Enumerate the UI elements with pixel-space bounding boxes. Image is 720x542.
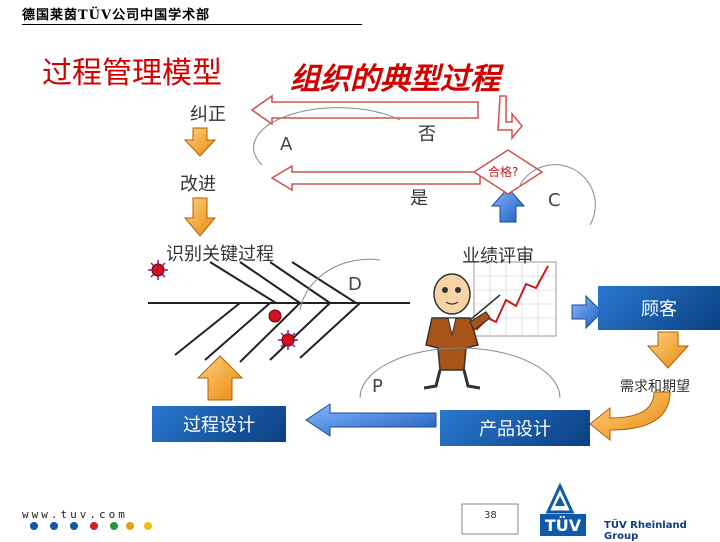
label-yes: 是 xyxy=(410,188,428,209)
yes-feedback-arrow xyxy=(270,164,481,192)
presenter-illustration xyxy=(423,261,557,390)
down-arrow-improve xyxy=(183,197,217,237)
defect-dot-middle xyxy=(268,309,282,323)
up-arrow-qualified xyxy=(490,187,526,223)
website-url: www.tuv.com xyxy=(22,508,128,521)
page-number-box xyxy=(461,503,519,535)
arrow-to-customer xyxy=(571,294,603,330)
label-qualified: 合格? xyxy=(488,165,519,179)
label-no: 否 xyxy=(418,124,436,145)
arrow-up-process xyxy=(196,355,244,401)
curved-arrow-needs xyxy=(589,391,671,442)
defect-dot-top xyxy=(148,260,168,280)
label-performance-review: 业绩评审 xyxy=(462,246,534,267)
page-title: 过程管理模型 xyxy=(42,56,222,91)
label-needs: 需求和期望 xyxy=(620,379,690,395)
pdca-d-arc xyxy=(299,258,381,311)
tuv-logo-icon xyxy=(545,482,575,514)
arrow-customer-needs xyxy=(646,331,690,369)
label-identify-key-process: 识别关键过程 xyxy=(166,244,274,265)
pdca-d-label: D xyxy=(348,274,362,295)
diagram-title: 组织的典型过程 xyxy=(290,62,500,97)
header-divider xyxy=(22,24,362,25)
group-name: TÜV Rheinland Group xyxy=(604,520,687,542)
footer-dots xyxy=(30,522,152,530)
arrow-to-process-design xyxy=(305,403,437,437)
tuv-logo: TÜV xyxy=(540,514,586,536)
pdca-c-label: C xyxy=(548,190,561,211)
defect-dot-bottom xyxy=(278,330,298,350)
pdca-p-label: P xyxy=(372,376,383,397)
process-design-box: 过程设计 xyxy=(152,406,286,442)
customer-box: 顾客 xyxy=(598,286,720,330)
down-arrow-correct xyxy=(183,127,217,157)
pdca-a-arc xyxy=(253,107,401,166)
page-number: 38 xyxy=(484,510,497,521)
fishbone xyxy=(148,261,410,363)
company-header: 德国莱茵TÜV公司中国学术部 xyxy=(22,8,211,23)
pdca-p-arc xyxy=(359,347,561,399)
elbow-arrow-no xyxy=(497,95,523,141)
pdca-a-label: A xyxy=(280,134,293,155)
pdca-c-arc xyxy=(519,164,596,226)
qualified-diamond xyxy=(472,149,544,195)
product-design-box: 产品设计 xyxy=(440,410,590,446)
label-correct: 纠正 xyxy=(190,104,226,125)
label-improve: 改进 xyxy=(180,174,216,195)
